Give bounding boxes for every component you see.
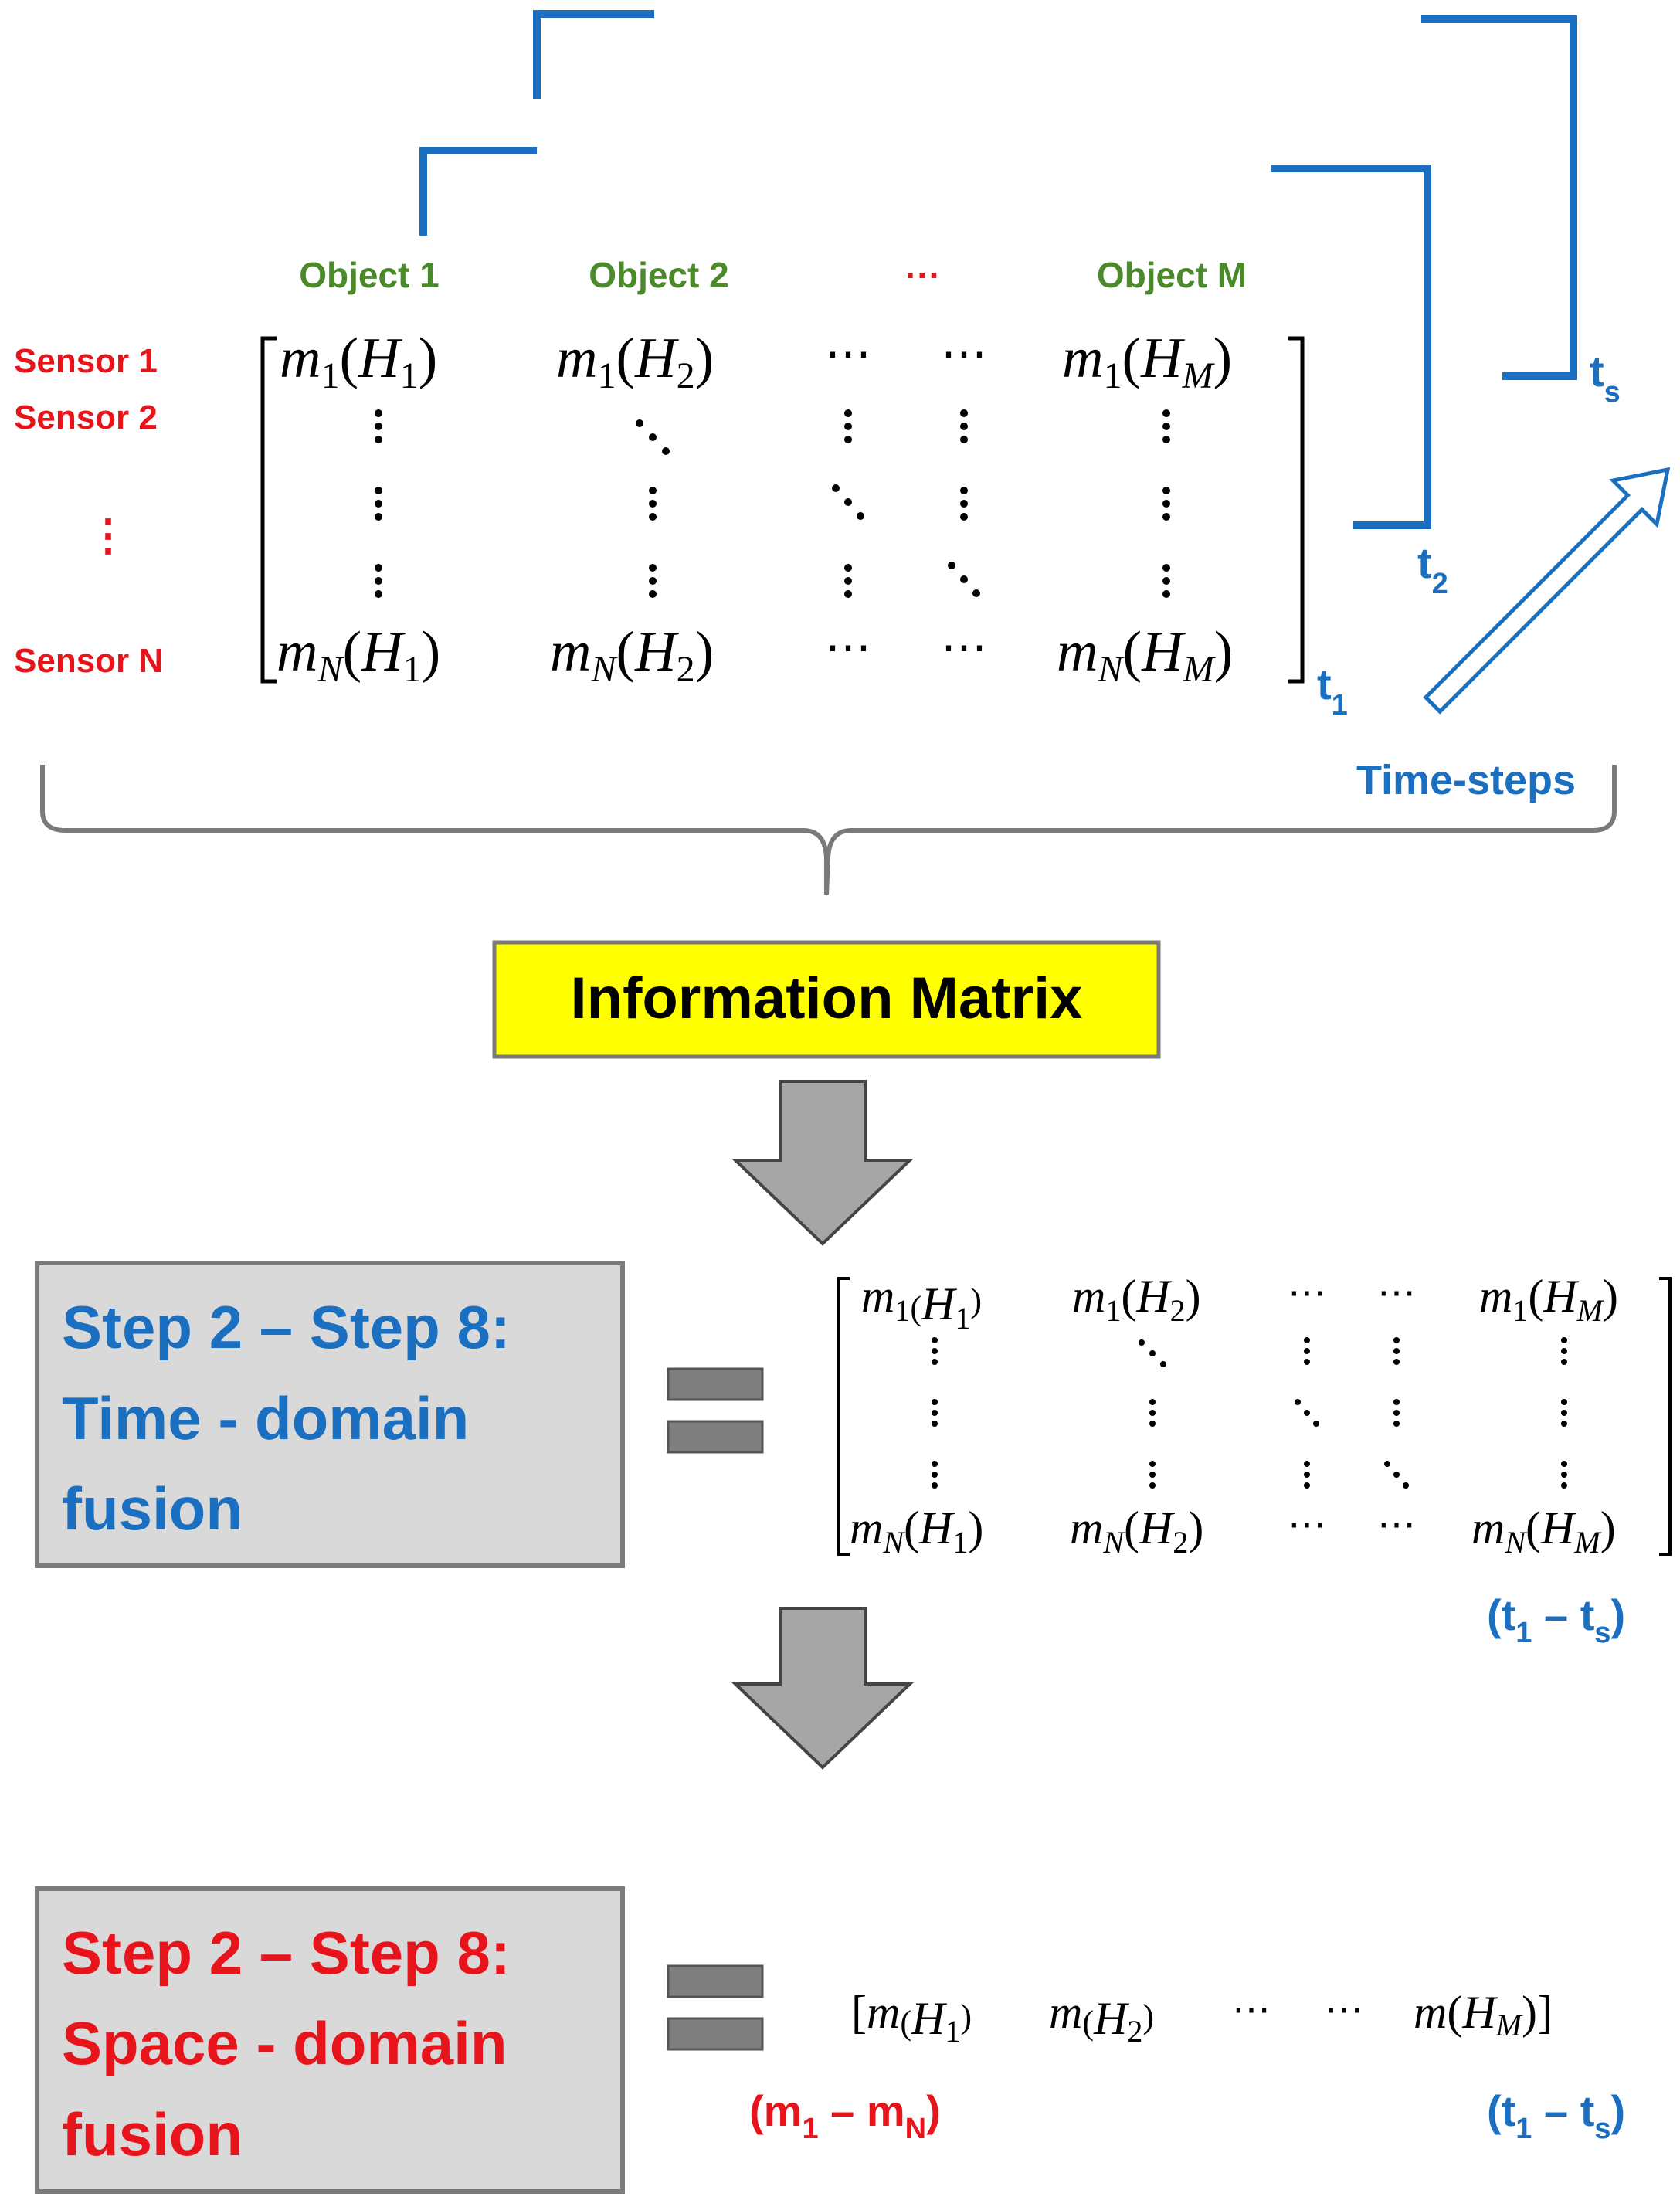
down-arrow-2 <box>731 1607 914 1770</box>
final-m-hm: m(HM)] <box>1414 1987 1553 2042</box>
fused-mn-h2: mN(H2) <box>1070 1502 1203 1560</box>
sensor-vdots: ⋮ <box>87 511 130 559</box>
final-hdots-2: ⋯ <box>1325 1988 1363 2031</box>
fused-top-hdots-2: ⋯ <box>1377 1271 1416 1314</box>
cell-m1-h2: m1(H2) <box>556 327 714 396</box>
equals-sign-1 <box>667 1367 764 1454</box>
time-steps-label: Time-steps <box>1356 757 1576 803</box>
information-matrix-label: Information Matrix <box>571 966 1083 1031</box>
frame-ts-right <box>1421 15 1577 380</box>
fused-top-hdots-1: ⋯ <box>1288 1271 1326 1314</box>
ts-label: ts <box>1590 347 1621 409</box>
ddots-col-2 <box>636 419 670 455</box>
fused-bottom-hdots-2: ⋯ <box>1377 1502 1416 1546</box>
time-step-frames <box>419 10 1577 529</box>
top-hdots-1: ⋯ <box>825 328 871 379</box>
t1-label: t1 <box>1317 660 1348 721</box>
fused-matrix-dots <box>932 1337 1567 1489</box>
cell-mn-h2: mN(H2) <box>550 620 714 690</box>
fused-bottom-hdots-1: ⋯ <box>1288 1502 1326 1546</box>
frame-t2-right <box>1271 165 1431 529</box>
final-open-bracket: [ <box>851 1987 867 2038</box>
time-range-label-1: (t1 – ts) <box>1487 1591 1625 1649</box>
matrix-right-bracket <box>1288 336 1305 684</box>
matrix-left-bracket <box>260 336 277 684</box>
final-m-h1: m(H1) <box>867 1987 972 2049</box>
vdots-col-1 <box>375 409 382 598</box>
object-m-label: Object M <box>1097 255 1247 295</box>
vdots-col-2 <box>649 487 657 598</box>
final-m-h2: m(H2) <box>1049 1987 1154 2049</box>
fused-vdots-col-4 <box>1393 1337 1400 1427</box>
cell-mn-h1: mN(H1) <box>277 620 440 690</box>
cell-m1-hm: m1(HM) <box>1062 327 1232 396</box>
space-fusion-line-2: Space - domain <box>62 2009 507 2077</box>
fused-right-bracket <box>1659 1277 1672 1556</box>
time-labels: t1 t2 ts Time-steps <box>1317 347 1621 803</box>
space-fusion-line-3: fusion <box>62 2100 243 2168</box>
grouping-brace <box>40 765 1617 895</box>
vdots-col-4 <box>960 409 968 521</box>
time-range-label-2: (t1 – ts) <box>1487 2086 1625 2145</box>
fused-ddots-col-2 <box>1139 1339 1166 1367</box>
fused-vdots-col-5 <box>1561 1337 1567 1489</box>
sensor-1-label: Sensor 1 <box>14 342 158 380</box>
object-ellipsis: ··· <box>905 255 941 295</box>
space-fusion-box: Step 2 – Step 8: Space - domain fusion <box>35 1886 625 2194</box>
vdots-col-3 <box>844 409 852 598</box>
ddots-col-3 <box>832 484 864 520</box>
ddots-col-4 <box>948 562 980 597</box>
cell-m1-h1: m1(H1) <box>280 327 437 396</box>
time-steps-arrow <box>1423 467 1671 715</box>
fused-mn-h1: mN(H1) <box>850 1502 983 1560</box>
sensor-labels: Sensor 1 Sensor 2 ⋮ Sensor N <box>14 342 163 680</box>
bottom-hdots-1: ⋯ <box>825 622 871 673</box>
sensor-range-label: (m1 – mN) <box>749 2086 941 2145</box>
fused-ddots-col-4 <box>1384 1461 1409 1489</box>
time-fusion-line-1: Step 2 – Step 8: <box>62 1293 511 1361</box>
equals-sign-2 <box>667 1964 764 2051</box>
fused-left-bracket <box>837 1277 850 1556</box>
time-fusion-line-3: fusion <box>62 1475 243 1543</box>
t2-label: t2 <box>1417 538 1448 600</box>
sensor-n-label: Sensor N <box>14 642 163 680</box>
bottom-hdots-2: ⋯ <box>941 622 987 673</box>
object-headers: Object 1 Object 2 ··· Object M <box>299 255 1247 295</box>
top-hdots-2: ⋯ <box>941 328 987 379</box>
fused-vdots-col-1 <box>932 1337 938 1489</box>
sensor-2-label: Sensor 2 <box>14 399 158 436</box>
frame-ts-topleft <box>533 10 654 99</box>
final-hdots-1: ⋯ <box>1232 1988 1271 2031</box>
time-fused-matrix: m1(H1) m1(H2) m1(HM) ⋯ ⋯ mN(H1) mN(H2) m… <box>837 1271 1672 1560</box>
fused-ddots-col-3 <box>1295 1399 1319 1427</box>
fused-vdots-col-2 <box>1149 1399 1156 1489</box>
object-1-label: Object 1 <box>299 255 440 295</box>
time-fusion-line-2: Time - domain <box>62 1384 469 1452</box>
object-2-label: Object 2 <box>589 255 729 295</box>
fused-mn-hm: mN(HM) <box>1471 1502 1616 1560</box>
space-fusion-line-1: Step 2 – Step 8: <box>62 1919 511 1987</box>
fused-m1-h2: m1(H2) <box>1072 1271 1201 1328</box>
information-matrix-box: Information Matrix <box>492 940 1161 1059</box>
information-matrix: m1(H1) m1(H2) m1(HM) ⋯ ⋯ mN(H1) mN(H2) m… <box>260 327 1305 690</box>
time-fusion-box: Step 2 – Step 8: Time - domain fusion <box>35 1261 625 1568</box>
vdots-col-5 <box>1162 409 1170 598</box>
fused-m1-hm: m1(HM) <box>1479 1271 1618 1328</box>
final-vector: [ m(H1) m(H2) ⋯ ⋯ m(HM)] <box>851 1987 1553 2049</box>
cell-mn-hm: mN(HM) <box>1057 620 1233 690</box>
matrix-dots <box>375 409 1170 598</box>
fused-vdots-col-3 <box>1304 1337 1310 1489</box>
down-arrow-1 <box>731 1080 914 1246</box>
frame-t2-topleft <box>419 147 537 236</box>
fused-m1-h1: m1(H1) <box>861 1271 982 1336</box>
